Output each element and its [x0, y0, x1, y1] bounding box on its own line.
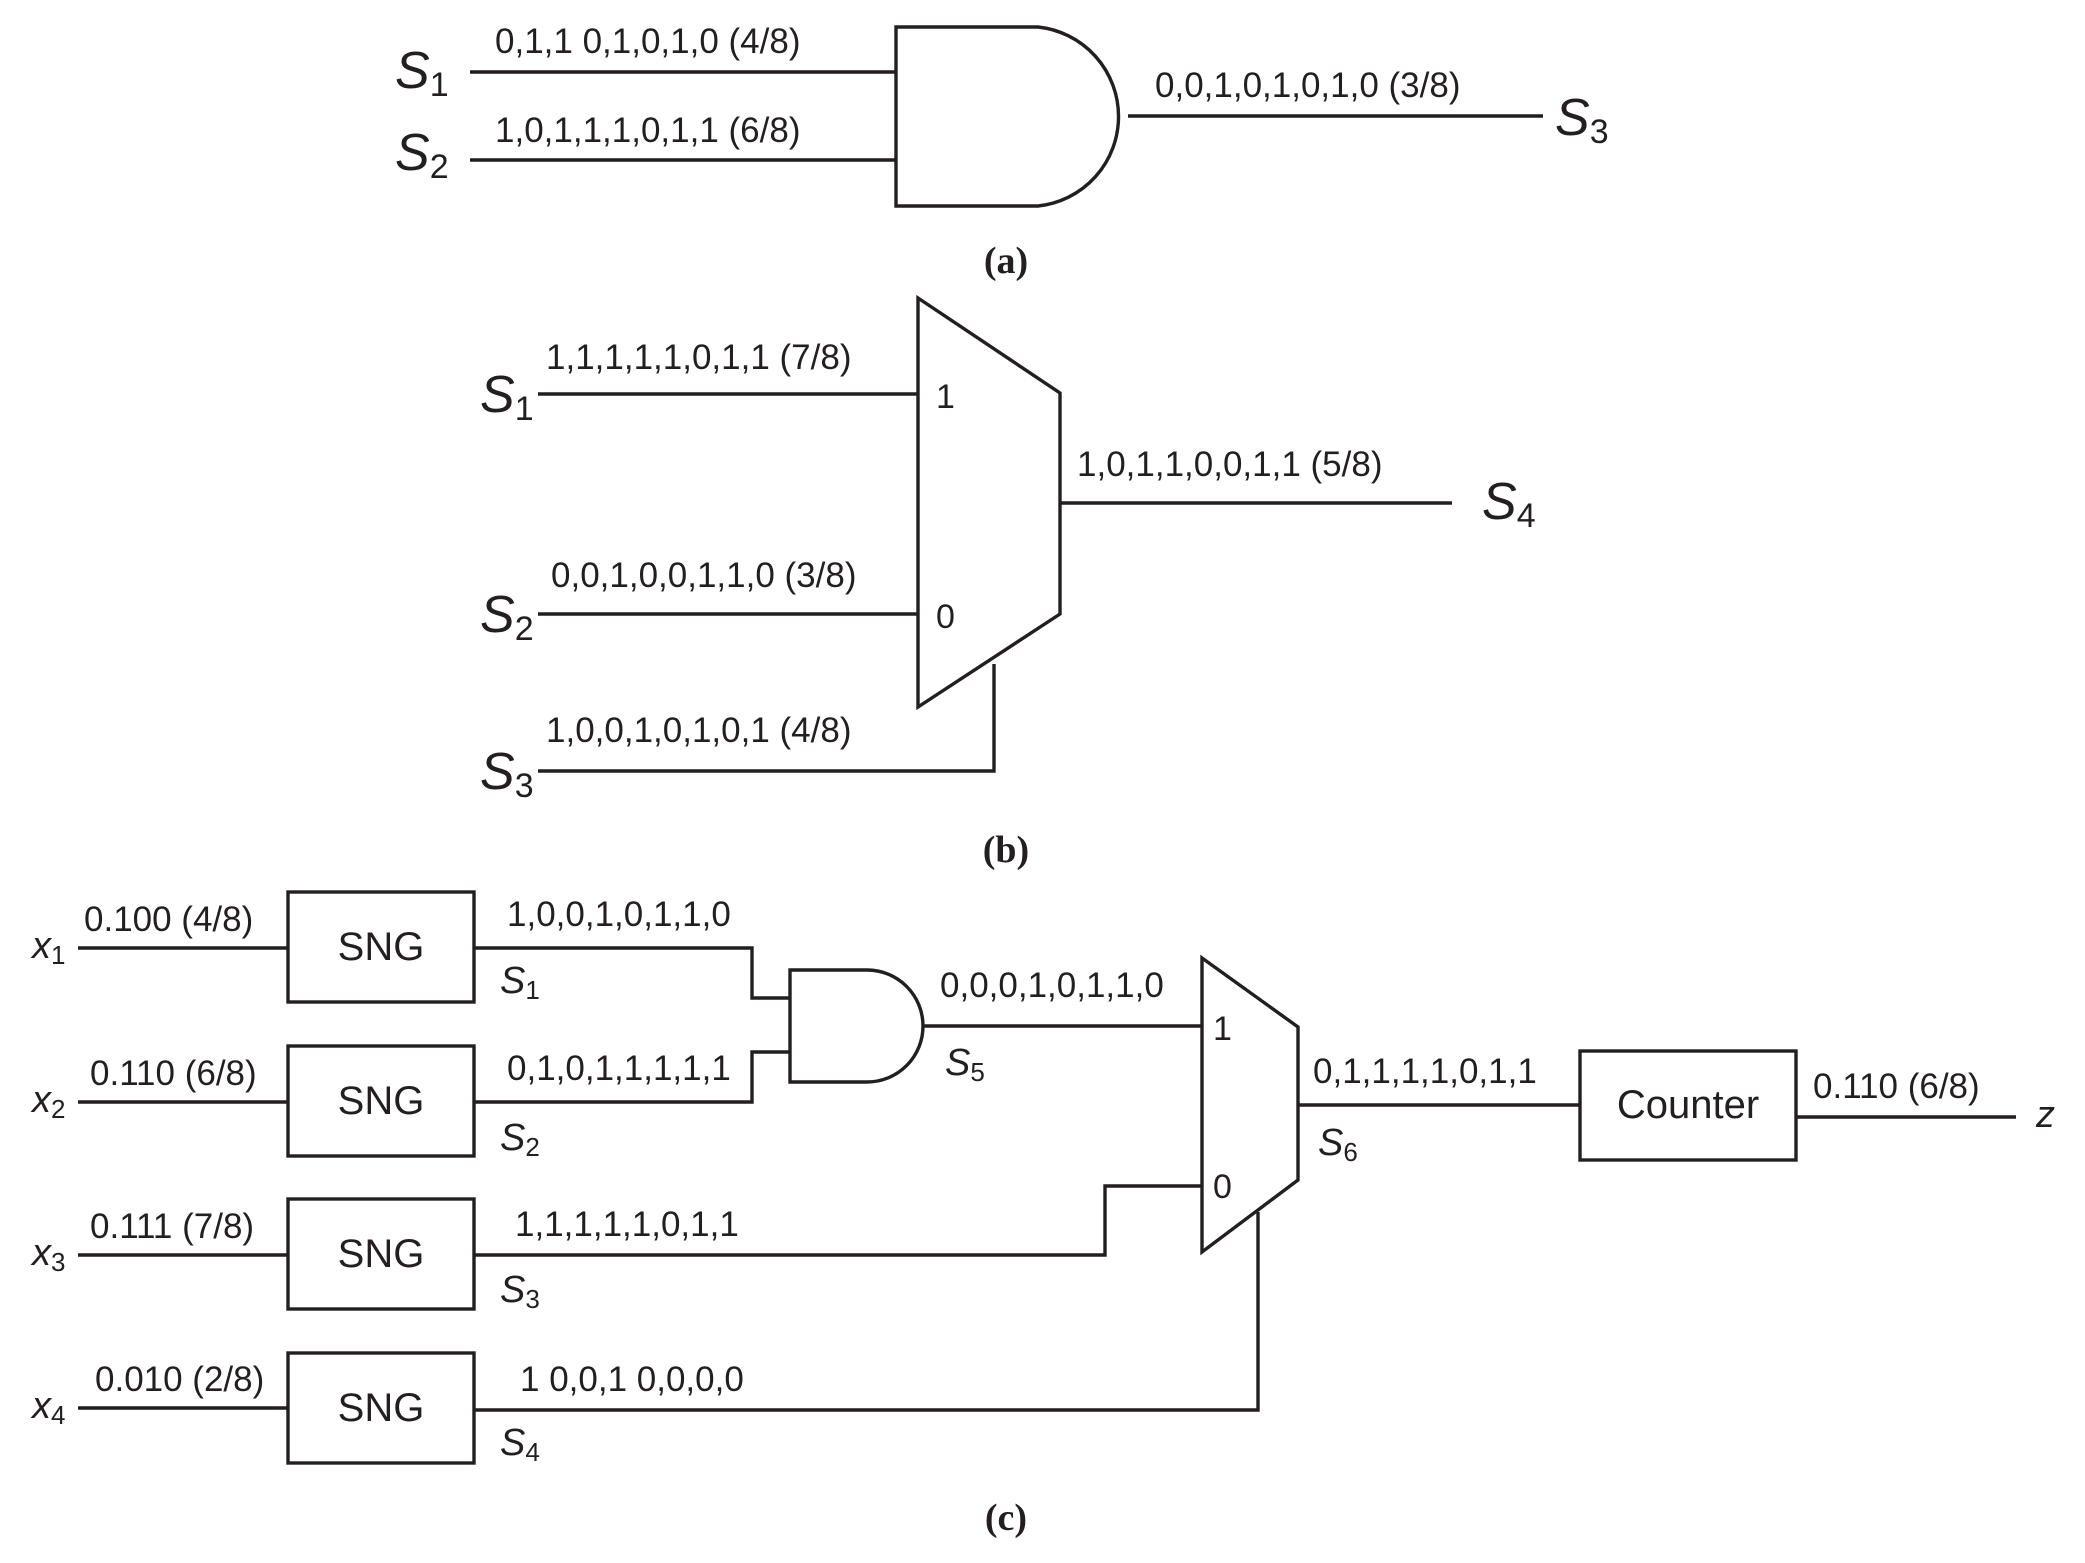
panel-b: 1 0 S1 S2 S3 S4 1,1,1,1,1,0,1,1 (7/8) 0,… [480, 294, 1536, 871]
signal-c-s3: S3 [500, 1269, 540, 1314]
sng-label-1: SNG [338, 925, 425, 969]
signal-b-s3: S3 [480, 743, 534, 805]
stream-c-s1: 1,0,0,1,0,1,1,0 [507, 895, 731, 934]
wire-c-s2 [474, 1050, 790, 1104]
signal-c-s4: S4 [500, 1422, 540, 1467]
panel-c: SNG SNG SNG SNG 1 0 Counter x1 x2 x3 x4 … [30, 890, 2055, 1539]
wire-b-s3-select [538, 664, 996, 773]
signal-b-s4: S4 [1482, 473, 1536, 535]
wire-c-s1 [474, 946, 790, 1000]
mux-c-pin-1: 1 [1213, 1010, 1232, 1048]
caption-b: (b) [983, 829, 1029, 871]
signal-a-s2: S2 [395, 124, 449, 186]
sng-box-2 [286, 1044, 476, 1158]
stream-c-s6: 0,1,1,1,1,0,1,1 [1313, 1052, 1537, 1091]
signal-c-s2: S2 [500, 1117, 540, 1162]
counter-box [1578, 1049, 1798, 1162]
mux-b-pin-0: 0 [936, 598, 955, 636]
value-c-z: 0.110 (6/8) [1813, 1067, 1980, 1106]
wire-c-s4-select [474, 1212, 1260, 1412]
mux-c-pin-0: 0 [1213, 1168, 1232, 1206]
stream-b-s2: 0,0,1,0,0,1,1,0 (3/8) [551, 556, 856, 595]
wire-c-s3 [474, 1184, 1202, 1257]
signal-c-s1: S1 [500, 960, 540, 1005]
caption-c: (c) [985, 1497, 1027, 1539]
signal-b-s1: S1 [480, 366, 534, 428]
and-gate-c [788, 968, 925, 1084]
signal-c-x1: x1 [30, 925, 65, 970]
mux-b-pin-1: 1 [936, 378, 955, 416]
value-c-x4: 0.010 (2/8) [95, 1360, 264, 1399]
sng-label-4: SNG [338, 1386, 425, 1430]
stream-a-s3: 0,0,1,0,1,0,1,0 (3/8) [1155, 66, 1460, 105]
stream-a-s2: 1,0,1,1,1,0,1,1 (6/8) [495, 111, 800, 150]
signal-b-s2: S2 [480, 586, 534, 648]
sng-label-2: SNG [338, 1079, 425, 1123]
stream-c-s2: 0,1,0,1,1,1,1,1 [507, 1049, 731, 1088]
value-c-x3: 0.111 (7/8) [90, 1207, 254, 1246]
signal-a-s1: S1 [395, 42, 449, 104]
sng-box-4 [286, 1351, 476, 1465]
stream-b-s4: 1,0,1,1,0,0,1,1 (5/8) [1077, 445, 1382, 484]
signal-c-s6: S6 [1318, 1122, 1358, 1167]
caption-a: (a) [984, 240, 1028, 282]
signal-c-z: z [2035, 1094, 2055, 1136]
stream-c-s4: 1 0,0,1 0,0,0,0 [520, 1360, 744, 1399]
stream-a-s1: 0,1,1 0,1,0,1,0 (4/8) [495, 22, 800, 61]
mux-b [916, 294, 1062, 711]
signal-c-s5: S5 [945, 1042, 985, 1087]
panel-a: S1 S2 S3 0,1,1 0,1,0,1,0 (4/8) 1,0,1,1,1… [395, 22, 1609, 282]
value-c-x1: 0.100 (4/8) [84, 900, 253, 939]
stream-c-s3: 1,1,1,1,1,0,1,1 [515, 1205, 739, 1244]
stream-b-s1: 1,1,1,1,1,0,1,1 (7/8) [546, 338, 851, 377]
stream-c-s5: 0,0,0,1,0,1,1,0 [940, 966, 1164, 1005]
sng-box-1 [286, 890, 476, 1004]
signal-c-x4: x4 [30, 1385, 65, 1430]
stream-b-s3: 1,0,0,1,0,1,0,1 (4/8) [546, 711, 851, 750]
signal-c-x3: x3 [30, 1232, 65, 1277]
counter-label: Counter [1617, 1083, 1759, 1127]
and-gate-a [894, 25, 1121, 208]
sng-label-3: SNG [338, 1232, 425, 1276]
signal-a-s3: S3 [1555, 89, 1609, 151]
signal-c-x2: x2 [30, 1079, 65, 1124]
mux-c [1200, 954, 1300, 1256]
value-c-x2: 0.110 (6/8) [90, 1054, 257, 1093]
